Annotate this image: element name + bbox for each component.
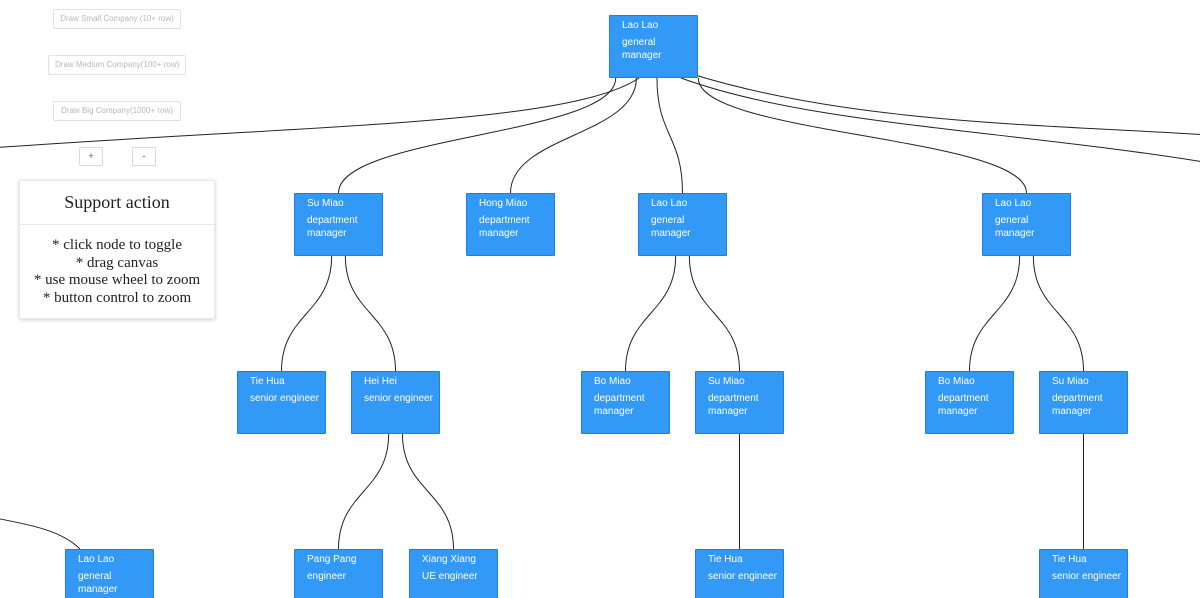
- org-node-title: senior engineer: [708, 571, 777, 582]
- support-action-list: * click node to toggle * drag canvas * u…: [20, 225, 214, 307]
- connector-line: [656, 77, 683, 194]
- org-node[interactable]: Su Miao department manager: [294, 193, 383, 256]
- connector-line: [344, 255, 396, 372]
- connector-line: [680, 77, 1200, 162]
- org-node-name: Tie Hua: [708, 554, 743, 565]
- org-node-name: Bo Miao: [938, 376, 975, 387]
- org-node[interactable]: Hong Miao department manager: [466, 193, 555, 256]
- connector-line: [969, 255, 1021, 372]
- connector-line: [0, 77, 640, 148]
- org-node-title: senior engineer: [250, 393, 319, 404]
- connector-line: [401, 433, 454, 550]
- connector-line: [1032, 255, 1084, 372]
- org-node-title: engineer: [307, 571, 346, 582]
- help-item: * drag canvas: [75, 254, 159, 271]
- connector-line: [338, 433, 390, 550]
- org-node-name: Bo Miao: [594, 376, 631, 387]
- org-node[interactable]: Pang Pang engineer: [294, 549, 383, 598]
- org-node-title: department manager: [1052, 393, 1103, 417]
- org-node[interactable]: Su Miao department manager: [695, 371, 784, 434]
- org-node-name: Lao Lao: [622, 20, 659, 31]
- org-node-name: Lao Lao: [78, 554, 115, 565]
- draw-small-company-button[interactable]: Draw Small Company (10+ row): [53, 9, 181, 29]
- org-node-title: department manager: [938, 393, 989, 417]
- org-node-name: Hei Hei: [364, 376, 397, 387]
- org-node-name: Su Miao: [708, 376, 745, 387]
- help-item: * click node to toggle: [52, 237, 182, 253]
- connector-line: [338, 77, 617, 194]
- org-node-title: general manager: [651, 215, 691, 239]
- org-node[interactable]: Tie Hua senior engineer: [237, 371, 326, 434]
- org-node-title: general manager: [622, 37, 662, 61]
- org-node-title: department manager: [708, 393, 759, 417]
- draw-medium-company-button[interactable]: Draw Medium Company(100+ row): [48, 55, 186, 75]
- org-node-title: UE engineer: [422, 571, 478, 582]
- support-action-title: Support action: [20, 181, 214, 225]
- org-node-name: Tie Hua: [1052, 554, 1087, 565]
- org-node[interactable]: Hei Hei senior engineer: [351, 371, 440, 434]
- org-node-name: Su Miao: [307, 198, 344, 209]
- org-node[interactable]: Xiang Xiang UE engineer: [409, 549, 498, 598]
- connector-line: [0, 518, 81, 550]
- connector-line: [694, 74, 1200, 135]
- org-node-name: Xiang Xiang: [422, 554, 476, 565]
- org-node-name: Su Miao: [1052, 376, 1089, 387]
- org-node[interactable]: Lao Lao general manager: [609, 15, 698, 78]
- org-node-name: Pang Pang: [307, 554, 357, 565]
- help-item: * button control to zoom: [42, 289, 192, 306]
- org-node-name: Lao Lao: [995, 198, 1032, 209]
- org-node[interactable]: Lao Lao general manager: [638, 193, 727, 256]
- support-action-panel: Support action * click node to toggle * …: [19, 180, 215, 319]
- connector-line: [625, 255, 677, 372]
- org-node-title: department manager: [479, 215, 530, 239]
- connector-line: [697, 77, 1027, 194]
- org-node[interactable]: Tie Hua senior engineer: [1039, 549, 1128, 598]
- org-node[interactable]: Lao Lao general manager: [65, 549, 154, 598]
- draw-big-company-button[interactable]: Draw Big Company(1000+ row): [53, 101, 181, 121]
- org-node[interactable]: Su Miao department manager: [1039, 371, 1128, 434]
- zoom-out-button[interactable]: -: [132, 147, 156, 166]
- org-node[interactable]: Tie Hua senior engineer: [695, 549, 784, 598]
- org-node-name: Hong Miao: [479, 198, 528, 209]
- connector-line: [281, 255, 333, 372]
- org-node-title: senior engineer: [364, 393, 433, 404]
- org-node-title: general manager: [995, 215, 1035, 239]
- help-item: * use mouse wheel to zoom: [33, 272, 201, 288]
- zoom-in-button[interactable]: +: [79, 147, 103, 166]
- org-node[interactable]: Bo Miao department manager: [925, 371, 1014, 434]
- connector-line: [510, 77, 637, 194]
- org-node-title: senior engineer: [1052, 571, 1121, 582]
- org-node[interactable]: Bo Miao department manager: [581, 371, 670, 434]
- org-node-name: Tie Hua: [250, 376, 285, 387]
- connector-line: [688, 255, 740, 372]
- org-node[interactable]: Lao Lao general manager: [982, 193, 1071, 256]
- org-node-name: Lao Lao: [651, 198, 688, 209]
- org-node-title: department manager: [307, 215, 358, 239]
- org-node-title: department manager: [594, 393, 645, 417]
- org-node-title: general manager: [78, 571, 118, 595]
